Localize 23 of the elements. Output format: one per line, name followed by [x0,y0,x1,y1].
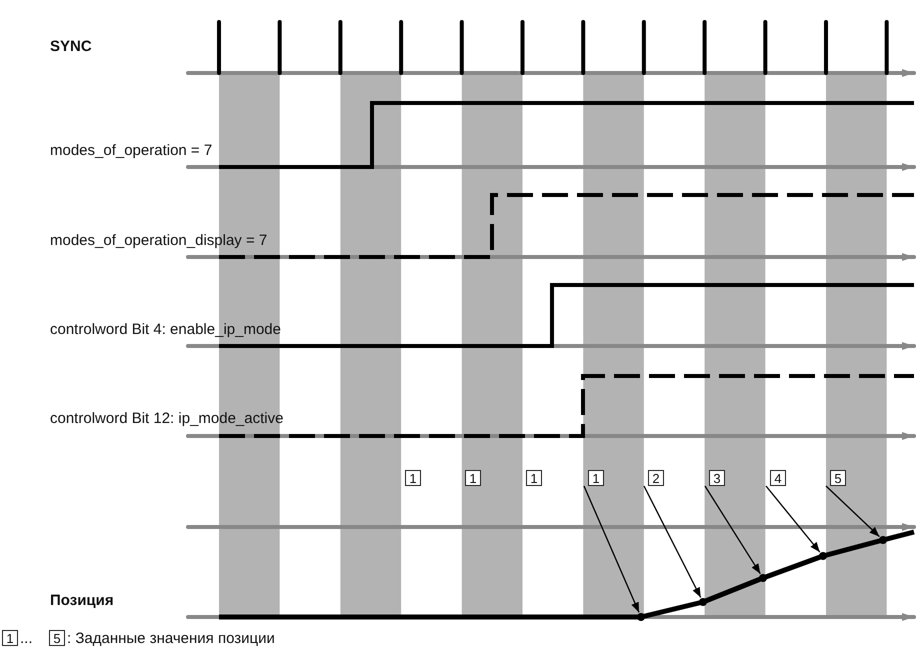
setpoint-number: 1 [405,470,421,486]
setpoint-number: 1 [526,470,542,486]
arrow [583,486,640,613]
signal-name: Позиция [50,592,114,610]
setpoint-number: 1 [2,630,18,646]
setpoint-number: 3 [709,470,725,486]
ellipsis-text: ... [20,630,33,648]
position-point [819,552,827,560]
arrow [766,486,820,553]
legend-text: : Заданные значения позиции [67,630,275,648]
setpoint-number: 2 [648,470,664,486]
position-point [637,613,645,621]
setpoint-number: 5 [830,470,846,486]
signal-name: modes_of_operation_display = 7 [50,232,268,250]
signal-name: modes_of_operation = 7 [50,142,212,160]
setpoint-number: 1 [588,470,604,486]
setpoint-number: 5 [49,630,65,646]
position-point [699,598,707,606]
signal-name: controlword Bit 4: enable_ip_mode [50,321,281,339]
signal-name: SYNC [50,38,92,56]
setpoint-number: 4 [770,470,786,486]
setpoint-number: 1 [465,470,481,486]
signal-name: controlword Bit 12: ip_mode_active [50,410,284,428]
